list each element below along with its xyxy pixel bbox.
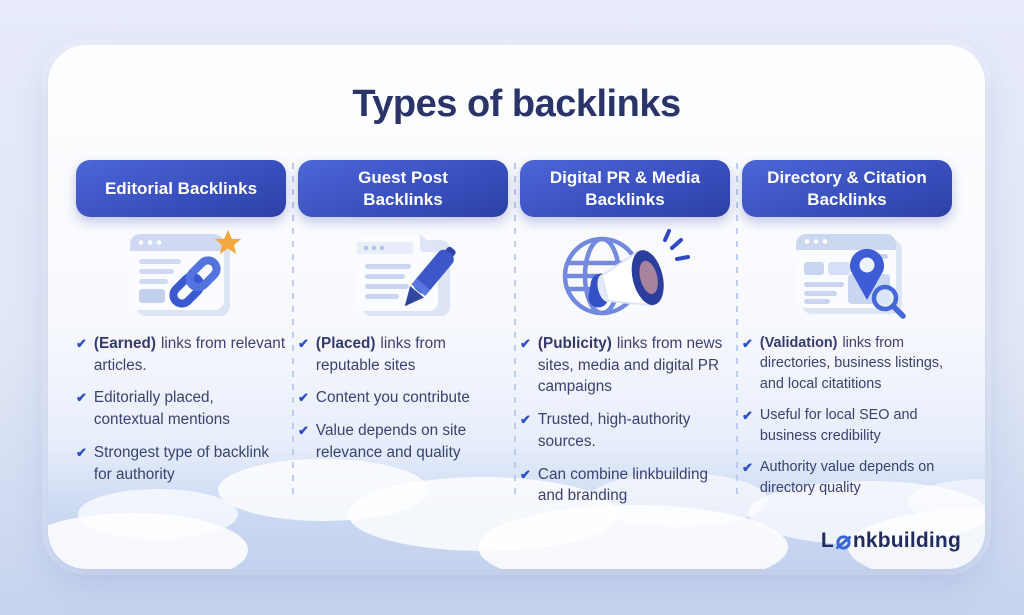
bullet-text: Value depends on site relevance and qual… <box>316 420 508 463</box>
link-ring-icon <box>835 534 851 550</box>
infographic-card: Types of backlinks Editorial Backlinks <box>48 45 985 569</box>
column-divider <box>514 163 516 501</box>
check-icon: ✔ <box>520 466 531 482</box>
column-header-label: Directory & Citation Backlinks <box>767 168 927 209</box>
columns-grid: Editorial Backlinks <box>76 160 952 518</box>
bullet-rest: Can combine linkbuilding and branding <box>537 465 708 505</box>
bullet-rest: Trusted, high-authority sources. <box>537 411 691 450</box>
column-divider <box>292 163 294 501</box>
bullet-text: Trusted, high-authority sources. <box>538 409 730 452</box>
bullet-item: ✔ Content you contribute <box>298 387 508 409</box>
brand-prefix: L <box>820 529 834 552</box>
bullet-item: ✔ Trusted, high-authority sources. <box>520 409 730 452</box>
bullet-list: ✔ (Earned)links from relevant articles. … <box>76 333 286 485</box>
bullet-text: Editorially placed, contextual mentions <box>94 387 286 430</box>
cloud-decoration <box>588 473 768 527</box>
globe-megaphone-icon <box>520 226 730 326</box>
page-title: Types of backlinks <box>352 83 681 125</box>
bullet-text: (Placed)links from reputable sites <box>316 333 508 376</box>
check-icon: ✔ <box>520 336 531 351</box>
bullet-item: ✔ Authority value depends on directory q… <box>742 457 952 498</box>
bullet-text: (Earned)links from relevant articles. <box>94 333 286 376</box>
bullet-rest: links from news sites, media and digital… <box>537 335 723 396</box>
column-guest-post: Guest Post Backlinks <box>298 160 508 518</box>
bullet-item: ✔ (Placed)links from reputable sites <box>298 333 508 376</box>
brand-logo: L nkbuilding <box>821 529 961 553</box>
check-icon: ✔ <box>742 408 753 424</box>
bullet-lead: (Validation) <box>759 335 838 351</box>
bullet-list: ✔ (Publicity)links from news sites, medi… <box>520 333 730 507</box>
check-icon: ✔ <box>76 336 87 351</box>
bullet-list: ✔ (Placed)links from reputable sites ✔ C… <box>298 333 508 464</box>
bullet-rest: Useful for local SEO and business credib… <box>759 407 918 444</box>
document-pen-icon <box>298 226 508 326</box>
bullet-rest: links from reputable sites <box>315 335 446 374</box>
column-digital-pr: Digital PR & Media Backlinks <box>520 160 730 518</box>
bullet-text: (Publicity)links from news sites, media … <box>538 333 730 398</box>
bullet-item: ✔ Editorially placed, contextual mention… <box>76 387 286 430</box>
bullet-item: ✔ (Earned)links from relevant articles. <box>76 333 286 376</box>
bullet-text: Can combine linkbuilding and branding <box>538 464 730 507</box>
column-header-label: Editorial Backlinks <box>104 178 258 198</box>
check-icon: ✔ <box>742 460 753 476</box>
browser-map-pin-search-icon <box>742 226 952 326</box>
bullet-lead: (Earned) <box>93 335 156 352</box>
column-header-pill: Editorial Backlinks <box>76 160 286 217</box>
column-header-pill: Directory & Citation Backlinks <box>742 160 952 217</box>
column-header-pill: Guest Post Backlinks <box>298 160 508 217</box>
bullet-rest: Strongest type of backlink for authority <box>93 443 270 483</box>
bullet-item: ✔ Useful for local SEO and business cred… <box>742 405 952 446</box>
bullet-rest: Value depends on site relevance and qual… <box>315 422 467 461</box>
column-header-label: Digital PR & Media Backlinks <box>549 168 701 209</box>
bullet-item: ✔ Value depends on site relevance and qu… <box>298 420 508 463</box>
bullet-text: (Validation)links from directories, busi… <box>760 333 952 394</box>
bullet-lead: (Placed) <box>315 335 376 352</box>
check-icon: ✔ <box>298 336 309 351</box>
bullet-lead: (Publicity) <box>537 335 612 352</box>
check-icon: ✔ <box>520 412 531 428</box>
bullet-rest: links from directories, business listing… <box>759 335 944 392</box>
column-header-pill: Digital PR & Media Backlinks <box>520 160 730 217</box>
column-editorial: Editorial Backlinks <box>76 160 286 518</box>
bullet-text: Authority value depends on directory qua… <box>760 457 952 498</box>
brand-suffix: nkbuilding <box>852 529 961 552</box>
column-divider <box>736 163 738 501</box>
bullet-item: ✔ Strongest type of backlink for authori… <box>76 442 286 485</box>
bullet-rest: links from relevant articles. <box>93 335 286 374</box>
check-icon: ✔ <box>742 336 753 351</box>
column-header-label: Guest Post Backlinks <box>358 168 448 209</box>
bullet-item: ✔ Can combine linkbuilding and branding <box>520 464 730 507</box>
bullet-list: ✔ (Validation)links from directories, bu… <box>742 333 952 498</box>
bullet-rest: Editorially placed, contextual mentions <box>93 389 230 429</box>
check-icon: ✔ <box>76 390 87 406</box>
bullet-rest: Authority value depends on directory qua… <box>759 459 935 496</box>
check-icon: ✔ <box>298 390 309 406</box>
check-icon: ✔ <box>298 423 309 439</box>
bullet-text: Content you contribute <box>316 387 470 409</box>
check-icon: ✔ <box>76 444 87 460</box>
bullet-item: ✔ (Validation)links from directories, bu… <box>742 333 952 394</box>
column-directory: Directory & Citation Backlinks <box>742 160 952 518</box>
cloud-decoration <box>78 489 238 539</box>
bullet-text: Useful for local SEO and business credib… <box>760 405 952 446</box>
bullet-item: ✔ (Publicity)links from news sites, medi… <box>520 333 730 398</box>
bullet-rest: Content you contribute <box>315 389 470 407</box>
browser-link-star-icon <box>76 226 286 326</box>
bullet-text: Strongest type of backlink for authority <box>94 442 286 485</box>
